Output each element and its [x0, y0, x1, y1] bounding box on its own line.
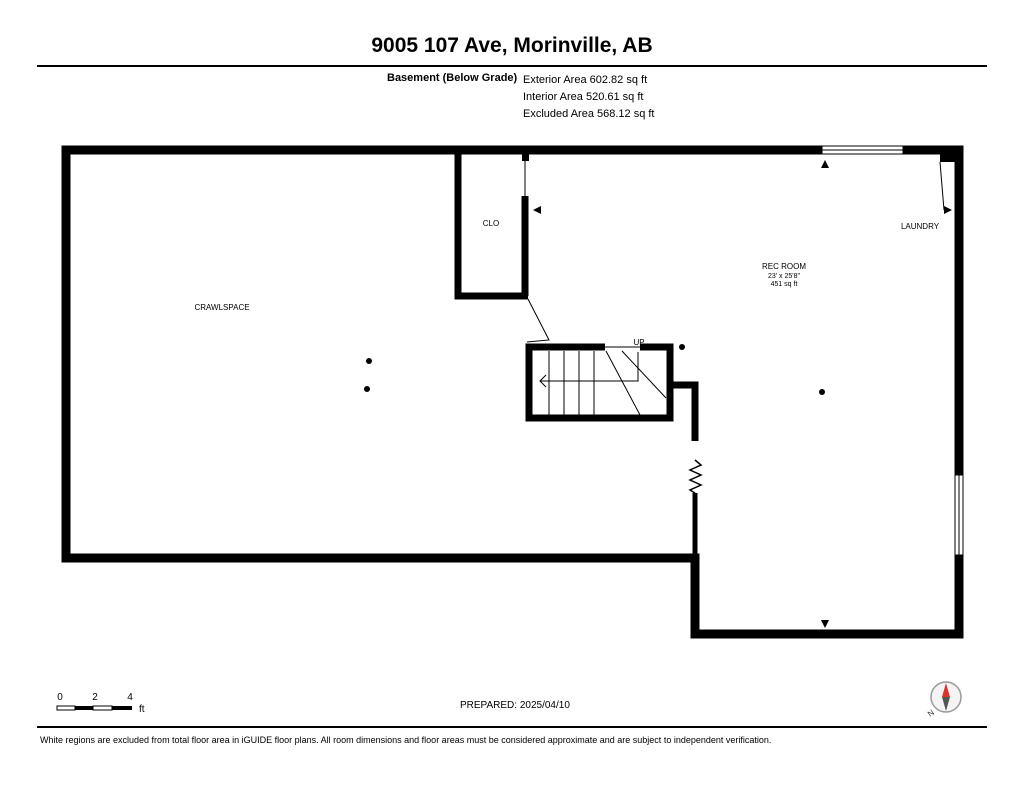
scale-tick-4: 4: [127, 692, 133, 703]
footer-rule: [37, 726, 987, 728]
post-dot: [679, 344, 685, 350]
closet-wall: [454, 152, 528, 300]
stairs: [539, 346, 667, 416]
support-posts: [364, 344, 825, 395]
door-arrow-laundry: [944, 206, 952, 214]
post-dot: [364, 386, 370, 392]
stair-direction-arrow: [540, 352, 639, 382]
excluded-area: Excluded Area 568.12 sq ft: [523, 108, 655, 120]
door-arrow-closet: [533, 206, 541, 214]
scale-segment: [112, 706, 132, 710]
room-label-laundry: LAUNDRY: [901, 222, 940, 231]
stair-tread-diag: [621, 350, 667, 399]
stair-arrowhead: [539, 374, 547, 388]
rec-room-area: 451 sq ft: [771, 281, 798, 288]
area-summary: Exterior Area 602.82 sq ft Interior Area…: [523, 72, 654, 123]
stairwell-walls: [525, 343, 699, 441]
room-label-closet: CLO: [483, 219, 499, 228]
door-arrow-top: [821, 160, 829, 168]
stair-wall-main: [525, 343, 674, 422]
scale-unit: ft: [139, 704, 145, 715]
wall-top-right: [903, 145, 964, 475]
post-dot: [366, 358, 372, 364]
room-label-crawlspace: CRAWLSPACE: [194, 303, 249, 312]
footer-disclaimer: White regions are excluded from total fl…: [40, 735, 772, 745]
compass-needle-north: [942, 683, 950, 697]
stair-tread-diag: [605, 350, 641, 416]
room-label-rec-room: REC ROOM: [762, 262, 806, 271]
door-arrow-bottom: [821, 620, 829, 628]
scale-tick-0: 0: [57, 692, 63, 703]
stair-wall-extension: [670, 381, 699, 441]
closet-walls: [454, 152, 529, 300]
post-dot: [819, 389, 825, 395]
closet-door-jamb: [522, 153, 529, 161]
compass-icon: N: [926, 681, 962, 719]
door-arrows: [533, 160, 952, 628]
stair-door-swing: [526, 298, 550, 343]
exterior-area: Exterior Area 602.82 sq ft: [523, 74, 648, 86]
interior-area: Interior Area 520.61 sq ft: [523, 91, 644, 103]
stairs-up-label: UP: [633, 338, 644, 347]
page-title: 9005 107 Ave, Morinville, AB: [371, 34, 653, 57]
scale-segment: [56, 705, 76, 711]
compass-label: N: [926, 708, 936, 719]
scale-segment: [92, 705, 113, 711]
wall-corner: [940, 146, 958, 162]
scale-segment: [75, 706, 93, 710]
floor-name: Basement (Below Grade): [387, 72, 518, 84]
header-rule: [37, 65, 987, 67]
laundry-door: [939, 161, 945, 211]
prepared-date: PREPARED: 2025/04/10: [460, 700, 570, 711]
scale-tick-2: 2: [92, 692, 98, 703]
exterior-walls: [61, 145, 964, 639]
wall-outline: [61, 145, 964, 639]
compass-needle-south: [942, 697, 950, 711]
opening-zigzag: [688, 459, 703, 494]
scale-bar: 0 2 4 ft: [56, 692, 145, 715]
rec-room-dimensions: 23' x 25'8": [768, 273, 801, 280]
